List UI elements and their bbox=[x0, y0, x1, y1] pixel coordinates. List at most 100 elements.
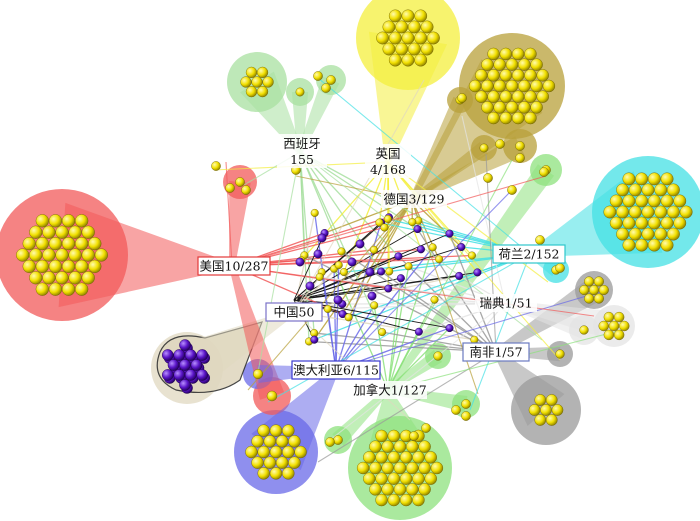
cluster-node bbox=[381, 461, 394, 475]
cluster-node bbox=[613, 311, 625, 323]
node bbox=[347, 257, 357, 267]
cluster-link-germany bbox=[410, 136, 525, 203]
cluster-node bbox=[505, 101, 519, 114]
node bbox=[408, 218, 417, 227]
cluster-node bbox=[369, 440, 382, 453]
cluster-node bbox=[401, 53, 415, 67]
cluster-node bbox=[257, 424, 270, 437]
cluster-node bbox=[68, 225, 82, 239]
node bbox=[461, 411, 471, 421]
node bbox=[507, 185, 517, 195]
cluster-node bbox=[534, 414, 547, 426]
cluster-node bbox=[48, 214, 63, 228]
cluster-node bbox=[487, 47, 500, 61]
cluster-node bbox=[48, 237, 63, 251]
node bbox=[445, 324, 454, 333]
cluster-node bbox=[468, 79, 482, 93]
cluster-node bbox=[654, 183, 668, 197]
node bbox=[414, 327, 423, 336]
cluster-node bbox=[393, 440, 407, 453]
cluster-node bbox=[616, 227, 629, 241]
node bbox=[535, 235, 545, 245]
node bbox=[421, 423, 431, 433]
node bbox=[225, 183, 235, 193]
cluster-node bbox=[598, 285, 609, 296]
label-text-nl: 荷兰2/152 bbox=[498, 247, 559, 262]
cluster-node bbox=[412, 472, 425, 485]
cluster-node bbox=[608, 320, 620, 332]
cluster-node bbox=[635, 194, 649, 208]
cluster-node bbox=[382, 42, 396, 56]
edge-aus bbox=[335, 305, 375, 371]
cluster-node bbox=[363, 472, 376, 485]
cluster-node bbox=[551, 404, 564, 416]
cluster-node bbox=[528, 404, 541, 416]
cluster-node bbox=[420, 20, 434, 34]
node bbox=[539, 167, 549, 177]
node bbox=[313, 249, 323, 259]
label-text-sa: 南非1/57 bbox=[469, 345, 522, 360]
cluster-node bbox=[179, 339, 191, 351]
node bbox=[428, 243, 437, 252]
cluster-node bbox=[245, 445, 258, 459]
cluster-node bbox=[42, 248, 56, 262]
cluster-node bbox=[433, 351, 443, 361]
cluster-node bbox=[88, 259, 102, 273]
cluster-node bbox=[179, 359, 191, 371]
cluster-node bbox=[55, 271, 69, 285]
cluster-node bbox=[418, 483, 431, 496]
cluster-node bbox=[515, 141, 525, 151]
cluster-node bbox=[667, 227, 680, 241]
cluster-node bbox=[679, 205, 693, 219]
node bbox=[295, 257, 305, 267]
node bbox=[325, 437, 335, 447]
edge-germany bbox=[348, 199, 413, 318]
node bbox=[367, 291, 377, 301]
cluster-node bbox=[55, 248, 69, 262]
cluster-node bbox=[598, 320, 609, 332]
cluster-node bbox=[534, 394, 547, 406]
cluster-node bbox=[518, 79, 531, 93]
cluster-node bbox=[635, 238, 649, 252]
label-aus: 澳大利亚6/115 bbox=[291, 360, 381, 380]
cluster-node bbox=[493, 79, 506, 93]
cluster-node bbox=[393, 461, 407, 475]
cluster-node bbox=[35, 214, 49, 228]
cluster-node bbox=[282, 467, 295, 480]
cluster-node bbox=[75, 282, 89, 296]
cluster-node bbox=[375, 493, 388, 507]
cluster-node bbox=[382, 20, 396, 34]
cluster-node bbox=[387, 472, 401, 485]
cluster-node bbox=[603, 311, 615, 323]
cluster-node bbox=[263, 456, 277, 469]
cluster-node bbox=[511, 47, 525, 61]
cluster-node bbox=[609, 194, 623, 208]
label-box-sa bbox=[462, 342, 530, 362]
cluster-node bbox=[616, 183, 629, 197]
node bbox=[344, 313, 353, 322]
cluster-node bbox=[35, 237, 49, 251]
node bbox=[313, 71, 323, 81]
cluster-node bbox=[518, 101, 531, 114]
node bbox=[369, 245, 378, 254]
cluster-node bbox=[622, 194, 636, 208]
edge-spain bbox=[299, 151, 399, 257]
cluster-node bbox=[363, 451, 376, 464]
cluster-node bbox=[418, 440, 431, 453]
cluster-node bbox=[48, 282, 63, 296]
cluster-node bbox=[401, 9, 415, 23]
cluster-node bbox=[388, 9, 402, 23]
label-text-aus: 澳大利亚6/115 bbox=[293, 363, 379, 378]
node bbox=[409, 431, 419, 441]
cluster-node bbox=[555, 349, 565, 359]
cluster-link-germany bbox=[410, 142, 489, 203]
cluster-node bbox=[654, 205, 668, 219]
label-usa: 美国10/287 bbox=[197, 256, 271, 276]
cluster-node bbox=[401, 31, 415, 45]
cluster-node bbox=[579, 285, 590, 296]
cluster-node bbox=[475, 90, 488, 103]
node bbox=[404, 262, 413, 271]
label-box-spain bbox=[277, 134, 327, 168]
cluster-node bbox=[269, 424, 283, 437]
node bbox=[416, 245, 425, 254]
